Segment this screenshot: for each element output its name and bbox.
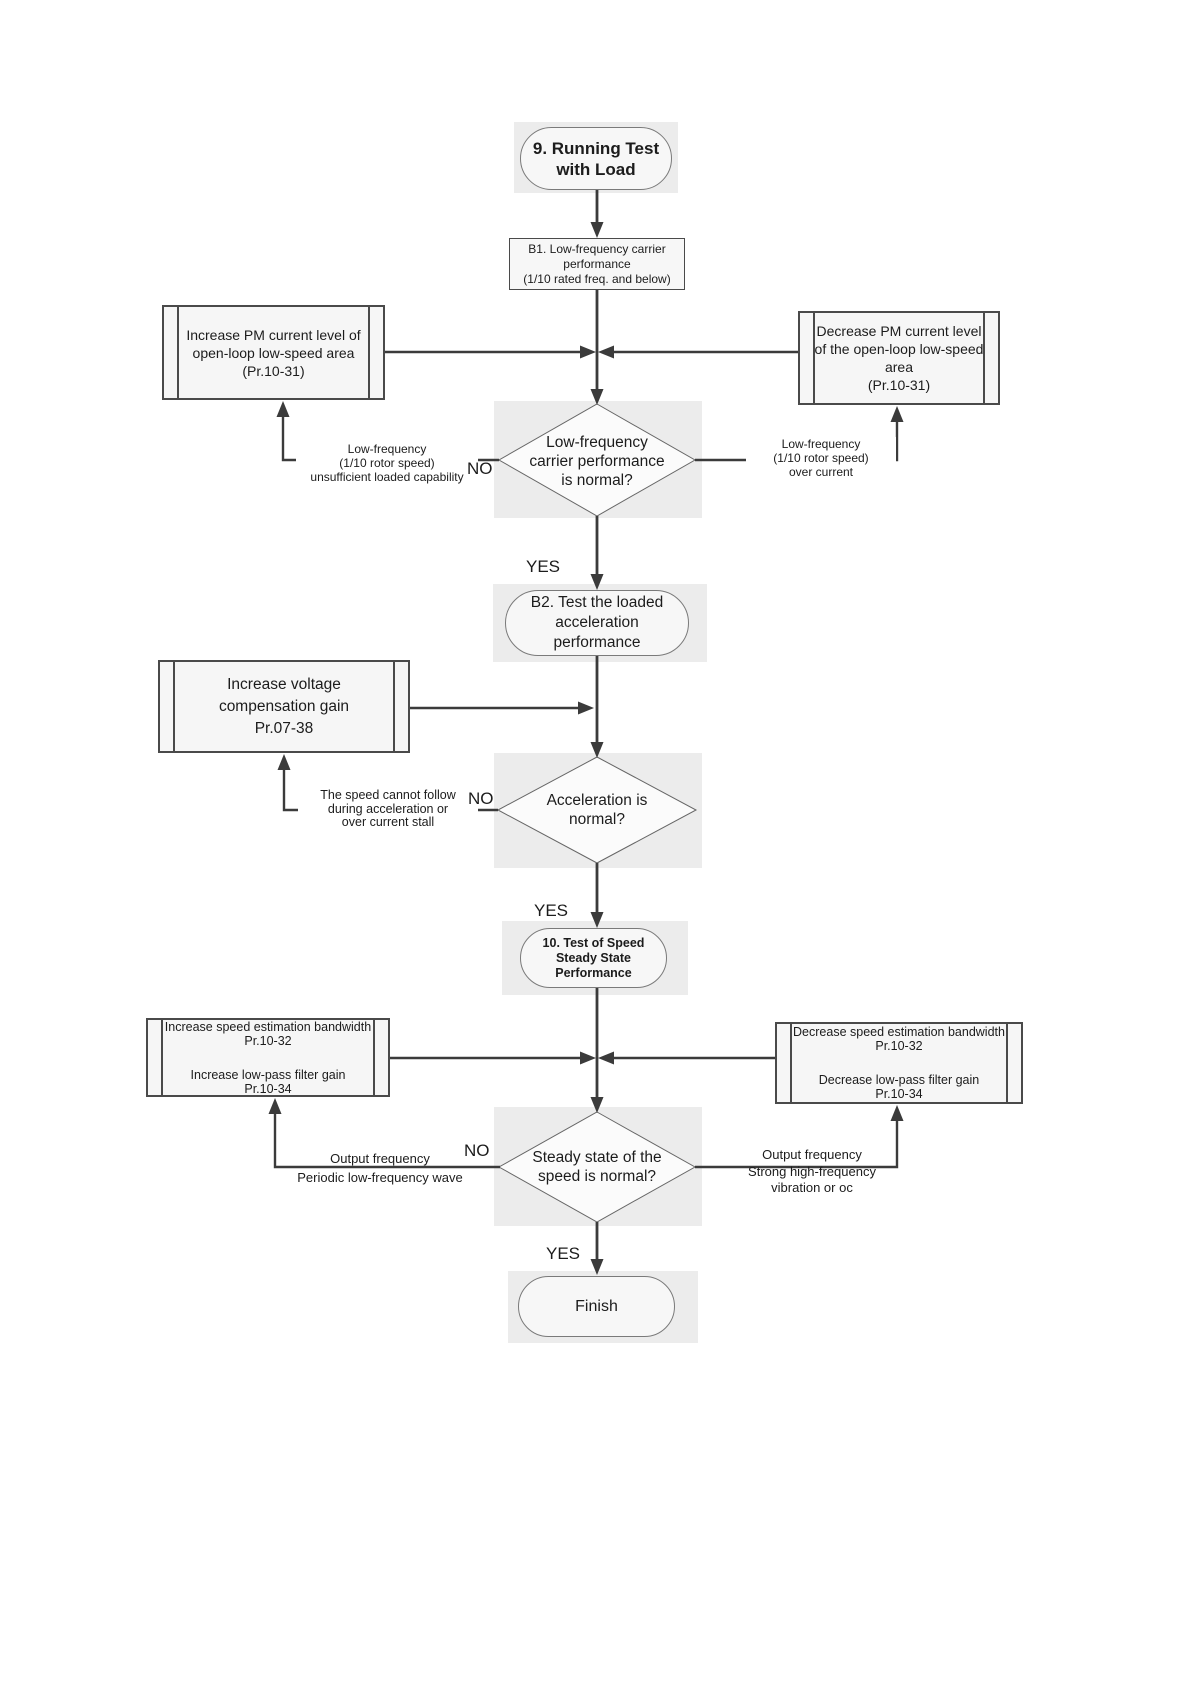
process-text-line: Decrease speed estimation bandwidth Pr.1… (793, 1025, 1005, 1053)
arrowhead-into-test10 (590, 912, 604, 928)
arrowhead-junction2 (578, 701, 594, 715)
arrowhead-into-decision3 (590, 1097, 604, 1113)
note-low-frequency-overcurrent: Low-frequency (1/10 rotor speed) over cu… (746, 437, 896, 479)
note-periodic-low-frequency-wave: Output frequency Periodic low-frequency … (297, 1151, 463, 1185)
arrowhead-into-b2 (590, 574, 604, 590)
arrowhead-into-increase-pm (276, 401, 290, 417)
arrowhead-into-b1 (590, 222, 604, 238)
terminator-b2-loaded-acceleration: B2. Test the loaded acceleration perform… (505, 590, 689, 656)
label-yes-3: YES (546, 1244, 581, 1263)
decision-acceleration-label: Acceleration is normal? (546, 792, 648, 828)
arrowhead-into-voltage (277, 754, 291, 770)
connector-no3-path (273, 1114, 500, 1169)
terminator-finish: Finish (518, 1276, 675, 1337)
decision-carrier-performance-label: Low-frequency carrier performance is nor… (529, 433, 665, 489)
arrowhead-junction1-right (598, 345, 614, 359)
label-no-1: NO (467, 459, 493, 478)
note-speed-cannot-follow: The speed cannot follow during accelerat… (298, 788, 478, 830)
process-text-line: Increase speed estimation bandwidth Pr.1… (164, 1019, 372, 1048)
label-yes-2: YES (534, 901, 569, 920)
process-decrease-pm-current: Decrease PM current level of the open-lo… (798, 311, 1000, 405)
note-high-frequency-vibration: Output frequency Strong high-frequency v… (748, 1147, 876, 1195)
arrowhead-into-increase-bw (268, 1098, 282, 1114)
arrowhead-into-decision2 (590, 742, 604, 758)
arrowhead-into-decrease-pm (890, 406, 904, 422)
process-b1-low-frequency-carrier: B1. Low-frequency carrier performance (1… (509, 238, 685, 290)
arrowhead-junction3-left (580, 1051, 596, 1065)
arrowhead-into-decision1 (590, 389, 604, 405)
process-increase-bandwidth-text: Increase speed estimation bandwidth Pr.1… (165, 1006, 371, 1110)
arrowhead-into-decrease-bw (890, 1105, 904, 1121)
process-increase-bandwidth: Increase speed estimation bandwidth Pr.1… (146, 1018, 390, 1097)
process-increase-pm-current: Increase PM current level of open-loop l… (162, 305, 385, 400)
note-low-frequency-unsufficient: Low-frequency (1/10 rotor speed) unsuffi… (296, 442, 478, 484)
connector-overcurrent3-path (695, 1121, 899, 1169)
decision-steady-state-label: Steady state of the speed is normal? (532, 1149, 662, 1185)
label-no-3: NO (464, 1141, 490, 1160)
label-yes-1: YES (526, 557, 561, 576)
arrowhead-into-finish (590, 1259, 604, 1275)
terminator-test10-steady-state: 10. Test of Speed Steady State Performan… (520, 928, 667, 988)
process-decrease-bandwidth-text: Decrease speed estimation bandwidth Pr.1… (793, 1011, 1005, 1115)
arrowhead-junction3-right (598, 1051, 614, 1065)
terminator-running-test-with-load: 9. Running Test with Load (520, 127, 672, 190)
arrowhead-junction1-left (580, 345, 596, 359)
process-text-line: Decrease low-pass filter gain Pr.10-34 (818, 1073, 980, 1101)
label-no-2: NO (468, 789, 494, 808)
process-text-line: Increase low-pass filter gain Pr.10-34 (190, 1067, 346, 1096)
process-decrease-bandwidth: Decrease speed estimation bandwidth Pr.1… (775, 1022, 1023, 1104)
process-increase-voltage-gain: Increase voltage compensation gain Pr.07… (158, 660, 410, 753)
